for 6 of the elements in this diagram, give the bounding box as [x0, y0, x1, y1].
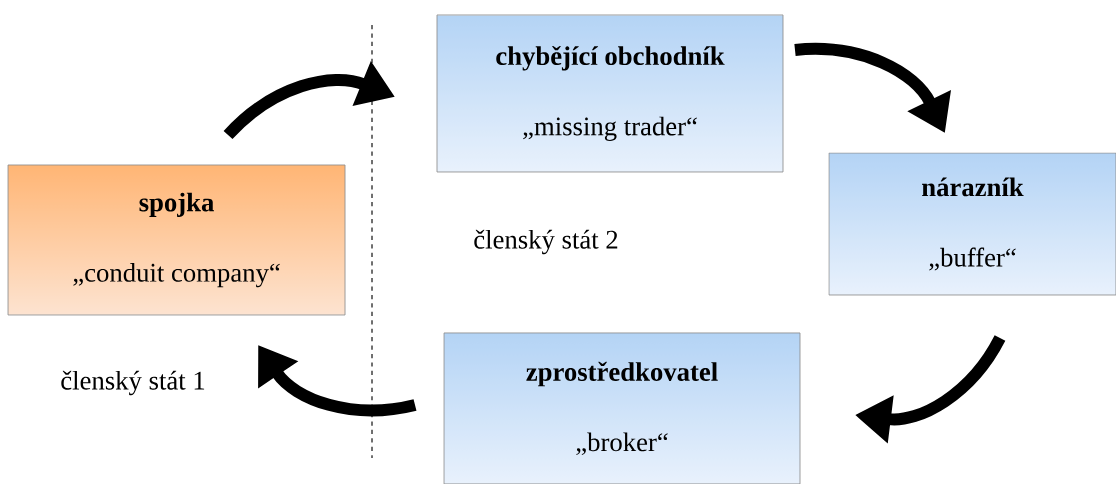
region-label: členský stát 2	[474, 229, 618, 255]
process-box: spojka „conduit company“	[7, 164, 346, 316]
process-box: chybějící obchodník „missing trader“	[436, 14, 784, 173]
process-box: nárazník „buffer“	[828, 152, 1116, 296]
process-box: zprostředkovatel „broker“	[443, 332, 801, 484]
region-label: členský stát 1	[61, 370, 205, 396]
